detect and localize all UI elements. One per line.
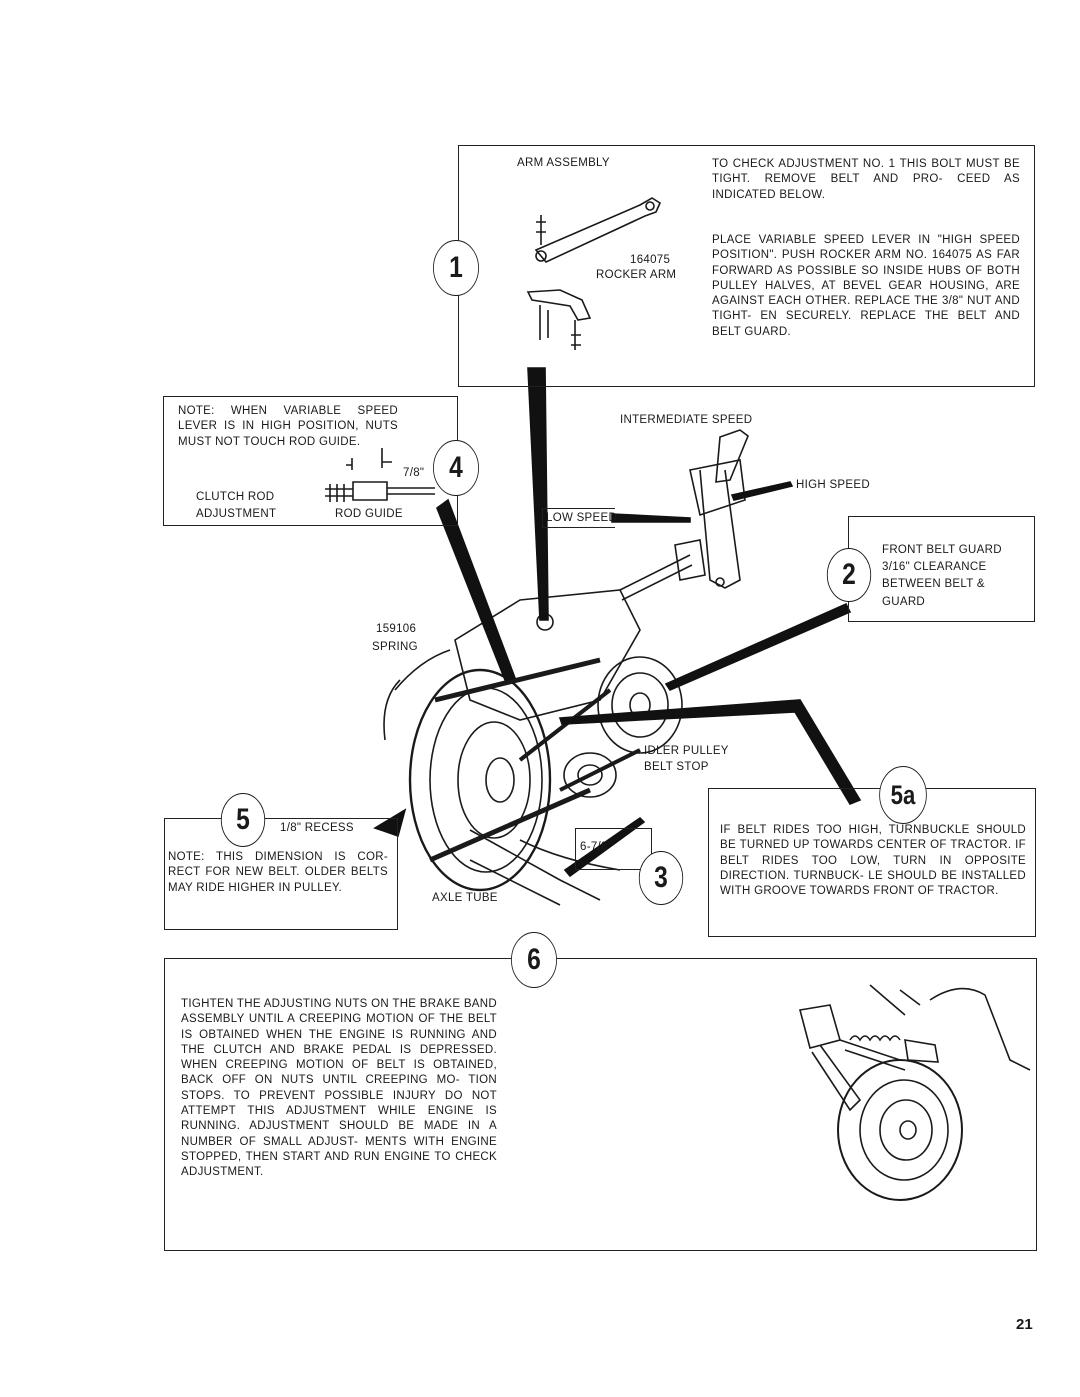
rod-guide-label: ROD GUIDE xyxy=(335,508,403,520)
recess-label: 1/8" RECESS xyxy=(280,822,354,834)
idler-pulley-label: IDLER PULLEY xyxy=(644,745,729,757)
step-5a-text: IF BELT RIDES TOO HIGH, TURNBUCKLE SHOUL… xyxy=(720,824,1026,898)
low-speed-label: LOW SPEED xyxy=(546,512,618,524)
brake-band-drawing xyxy=(799,984,1031,1201)
step-3-box xyxy=(575,828,652,870)
rocker-arm-drawing xyxy=(526,289,592,350)
callout-3: 3 xyxy=(638,851,684,905)
dimension-6-7-8-label: 6-7/8" xyxy=(580,841,613,853)
step-6-text: TIGHTEN THE ADJUSTING NUTS ON THE BRAKE … xyxy=(181,998,497,1179)
step-4-note: NOTE: WHEN VARIABLE SPEED LEVER IS IN HI… xyxy=(178,405,398,448)
arm-assembly-label: ARM ASSEMBLY xyxy=(517,157,610,169)
low-speed-tag xyxy=(542,508,615,528)
callout-4: 4 xyxy=(433,440,479,496)
step-2-line-2: 3/16" CLEARANCE xyxy=(882,561,987,573)
callout-1: 1 xyxy=(433,240,479,296)
clutch-rod-adjustment-label: ADJUSTMENT xyxy=(196,508,277,520)
step-5a-box xyxy=(708,788,1036,937)
callout-6: 6 xyxy=(511,932,557,988)
belt-stop-label: BELT STOP xyxy=(644,761,709,773)
rocker-arm-label: ROCKER ARM xyxy=(596,269,677,281)
clutch-rod-drawing xyxy=(325,448,435,502)
dimension-7-8-label: 7/8" xyxy=(403,467,425,479)
callout-2: 2 xyxy=(826,548,872,602)
speed-lever-drawing xyxy=(619,429,749,601)
step-1-instructions: PLACE VARIABLE SPEED LEVER IN "HIGH SPEE… xyxy=(712,234,1020,338)
step-5-box xyxy=(164,818,398,930)
step-2-line-3: BETWEEN BELT & xyxy=(882,578,985,590)
high-speed-label: HIGH SPEED xyxy=(796,479,870,491)
axle-tube-label: AXLE TUBE xyxy=(432,892,498,904)
step-2-line-1: FRONT BELT GUARD xyxy=(882,544,1002,556)
step-6-box xyxy=(164,958,1037,1251)
step-5-note: NOTE: THIS DIMENSION IS COR- RECT FOR NE… xyxy=(168,851,388,894)
step-2-line-4: GUARD xyxy=(882,596,926,608)
intermediate-speed-label: INTERMEDIATE SPEED xyxy=(620,414,753,426)
spring-part-number: 159106 xyxy=(376,623,417,635)
transmission-drawing xyxy=(383,589,683,906)
callout-5a: 5a xyxy=(879,766,927,824)
part-number-label: 164075 xyxy=(630,254,671,266)
page-number: 21 xyxy=(1016,1316,1033,1333)
step-1-check-text: TO CHECK ADJUSTMENT NO. 1 THIS BOLT MUST… xyxy=(712,158,1020,201)
callout-5: 5 xyxy=(220,793,266,847)
spring-label: SPRING xyxy=(372,641,418,653)
arm-assembly-drawing xyxy=(534,197,662,263)
clutch-rod-label: CLUTCH ROD xyxy=(196,491,275,503)
